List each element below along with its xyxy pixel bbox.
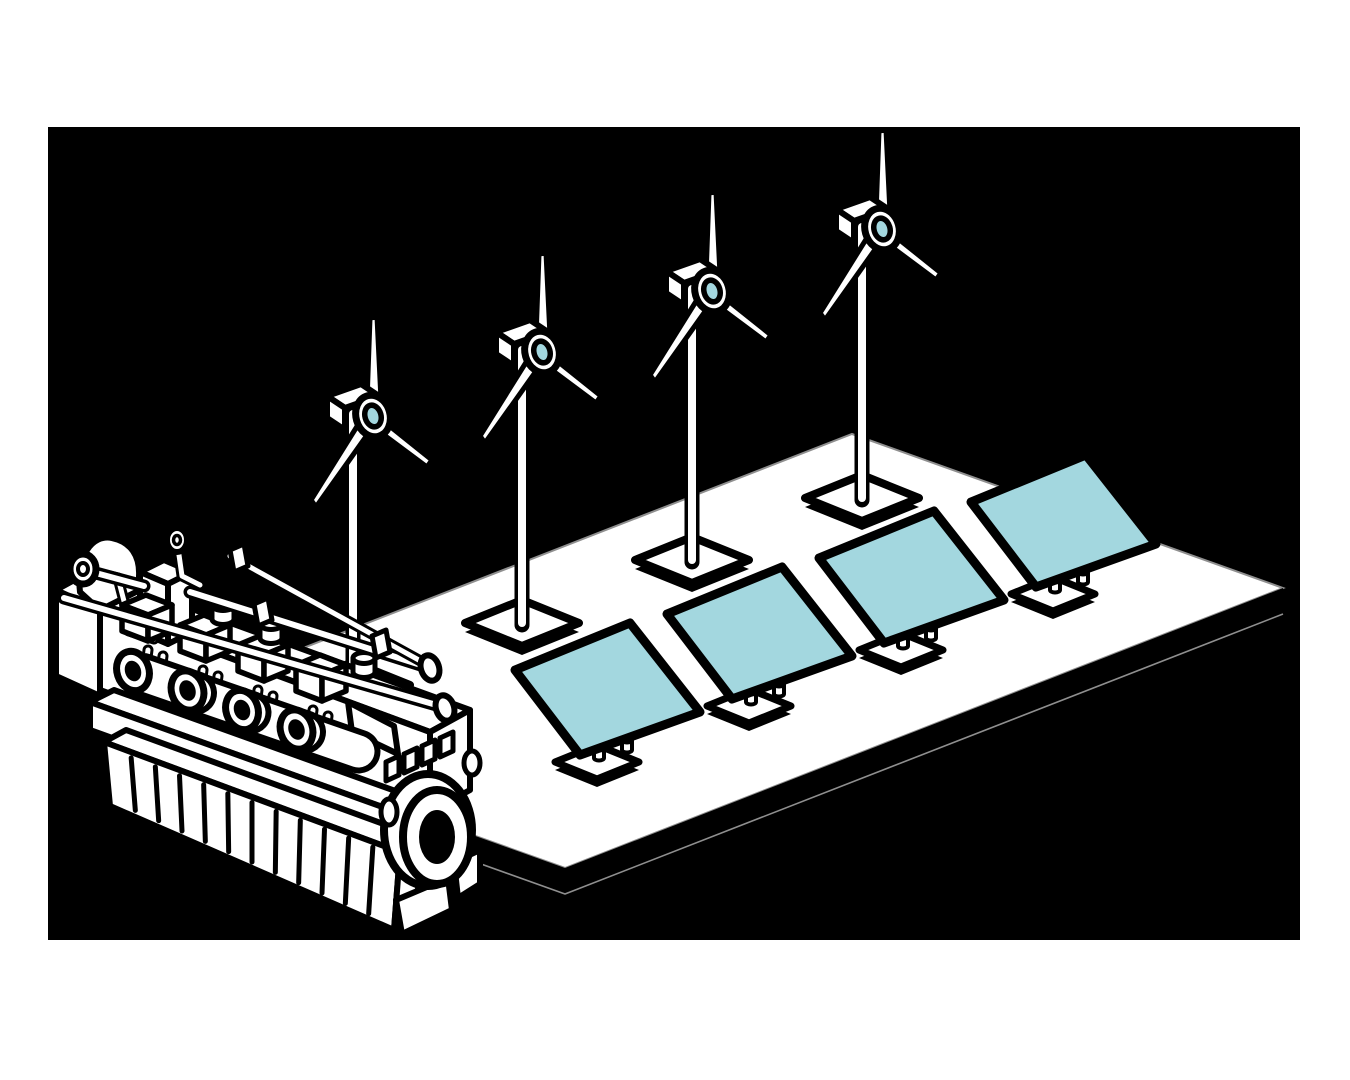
skirt-rib (319, 826, 327, 896)
rail-bell-upper (417, 652, 443, 684)
solar-panel-1 (510, 618, 705, 787)
injector-clamp (401, 745, 420, 776)
cylinder-tubes-group (113, 647, 381, 774)
injector-clamp (383, 753, 402, 784)
cylinder-cap-bore (179, 680, 196, 701)
panel-surface (510, 618, 705, 760)
rail-clip (227, 541, 251, 575)
solar-panel-3 (814, 506, 1009, 675)
skirt-rib (225, 791, 232, 855)
turbine-nacelle-front (493, 329, 517, 369)
turbine-hub-center (700, 277, 724, 305)
skirt-rib (177, 773, 185, 834)
cylinder-cap-bore (233, 699, 251, 721)
pipe-ring-left-hole (76, 561, 90, 577)
turbine-nacelle-front (663, 268, 687, 308)
turbine-hub-center (870, 215, 894, 243)
cylinder-cap-bore (124, 660, 142, 682)
skirt-rib (201, 782, 208, 844)
turbine-nacelle-front (324, 393, 348, 433)
solar-panel-2 (662, 562, 857, 731)
skirt-rib (342, 835, 352, 906)
turbine-nacelle-front (833, 206, 857, 246)
panel-surface (662, 562, 857, 704)
skirt-rib (366, 844, 376, 917)
skirt-rib (272, 808, 279, 875)
rail-bell-lower (432, 692, 458, 724)
lower-rail (61, 595, 443, 709)
engine-port-left (378, 796, 400, 828)
periscope-pipe (175, 545, 203, 588)
solar-panels-group (510, 450, 1161, 787)
solar-panel-4 (966, 450, 1161, 619)
skirt-rib (296, 817, 303, 886)
panel-surface (814, 506, 1009, 648)
injector-clamp (419, 737, 438, 768)
upper-rail-stub (89, 569, 147, 589)
skirt-rib (128, 755, 138, 813)
diesel-engine (53, 525, 483, 937)
platform-side-southeast (565, 588, 1283, 894)
flywheel-bore (419, 810, 455, 864)
engine-port-right (461, 748, 483, 778)
wind-turbine-3 (631, 189, 774, 592)
wind-turbine-4 (801, 127, 944, 530)
rail-clip (251, 595, 275, 629)
handrail (227, 553, 429, 667)
rail-clip (369, 627, 393, 661)
skirt-rib (152, 764, 162, 824)
cylinder-cap-bore (288, 719, 305, 740)
panel-surface (966, 450, 1161, 592)
injector-clamp (437, 729, 456, 760)
turbine-hub-center (361, 402, 385, 430)
engine-skirt-ribs (128, 755, 376, 917)
turbine-hub-center (530, 338, 554, 366)
pipe-ring-top-hole (171, 533, 183, 547)
wind-turbine-2 (461, 250, 604, 655)
